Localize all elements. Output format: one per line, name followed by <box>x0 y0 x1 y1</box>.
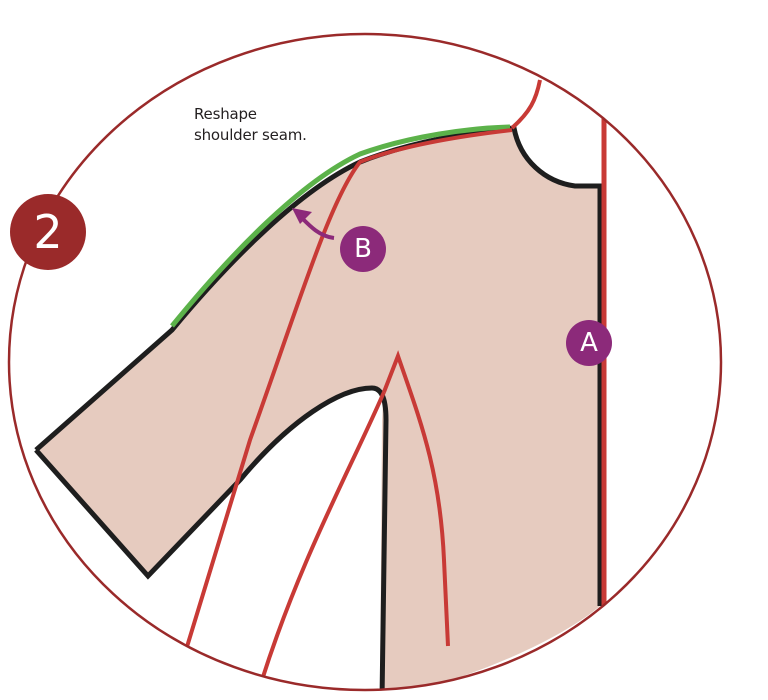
original-seam-red-lower <box>260 391 386 681</box>
garment-fill <box>36 128 600 690</box>
instruction-text: Reshape shoulder seam. <box>194 104 307 146</box>
new-shoulder-seam <box>170 124 511 328</box>
instruction-line-2: shoulder seam. <box>194 126 307 144</box>
marker-a: A <box>566 320 612 366</box>
original-seam-red-underarm <box>382 350 450 647</box>
frame-circle <box>7 32 723 692</box>
original-seam-red-shoulder <box>184 128 513 651</box>
arrow-b-head-icon <box>292 208 312 224</box>
step-number-badge: 2 <box>10 194 86 270</box>
marker-b: B <box>340 226 386 272</box>
instruction-line-1: Reshape <box>194 105 257 123</box>
original-seam-red-neck <box>510 79 542 130</box>
sleeve-underarm-outline <box>34 385 389 690</box>
